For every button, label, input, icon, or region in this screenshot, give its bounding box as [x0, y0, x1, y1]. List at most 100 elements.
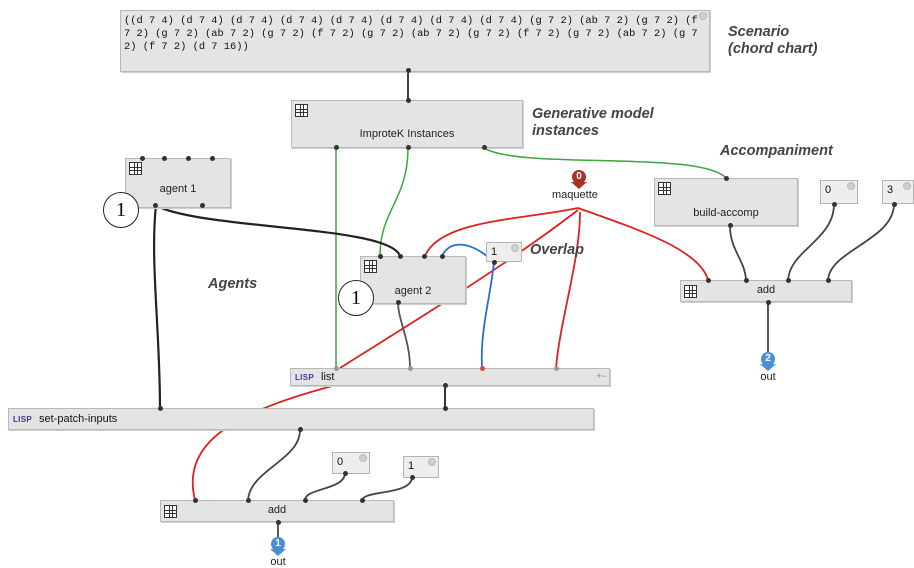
scenario-box[interactable]: ((d 7 4) (d 7 4) (d 7 4) (d 7 4) (d 7 4)… — [120, 10, 710, 72]
outlet-dot[interactable] — [200, 203, 205, 208]
wire-const1-to-add[interactable] — [361, 477, 413, 501]
maquette-input[interactable]: 0 — [564, 170, 594, 189]
wire-const0-to-add[interactable] — [304, 472, 346, 501]
inlet-dot[interactable] — [406, 98, 411, 103]
constant-plus-icon[interactable] — [428, 458, 436, 466]
agent2-constant[interactable]: 1 — [486, 242, 522, 262]
scenario-label-line1: Scenario — [728, 24, 790, 40]
inlet-dot[interactable] — [406, 68, 411, 73]
inlet-dot[interactable] — [398, 254, 403, 259]
inlet-dot[interactable] — [210, 156, 215, 161]
bottom-constant-0-value[interactable]: 0 — [337, 456, 344, 468]
wire-const-to-list[interactable] — [480, 261, 495, 369]
agent2-constant-value[interactable]: 1 — [491, 246, 498, 258]
inlet-dot[interactable] — [140, 156, 145, 161]
inlet-dot[interactable] — [378, 254, 383, 259]
outlet-dot[interactable] — [832, 202, 837, 207]
inlet-dot[interactable] — [162, 156, 167, 161]
scenario-chord-chart-text[interactable]: ((d 7 4) (d 7 4) (d 7 4) (d 7 4) (d 7 4)… — [124, 15, 698, 53]
scenario-label: Scenario (chord chart) — [728, 24, 817, 58]
inlet-dot[interactable] — [360, 498, 365, 503]
add-bottom-label: add — [267, 504, 287, 516]
setpatch-label: set-patch-inputs — [39, 413, 118, 425]
bottom-constant-1-value[interactable]: 1 — [408, 460, 415, 472]
wire-agent1-to-setpatch[interactable] — [153, 204, 162, 409]
wire-agent1-to-agent2[interactable] — [154, 204, 402, 257]
right-constant-0[interactable]: 0 — [820, 180, 858, 204]
out2-label: out — [760, 371, 776, 383]
outlet-dot[interactable] — [482, 145, 487, 150]
out2-index: 2 — [761, 352, 775, 366]
inlet-dot[interactable] — [706, 278, 711, 283]
agent1-box[interactable]: agent 1 — [125, 158, 231, 208]
wire-const0r-to-add[interactable] — [787, 203, 835, 281]
constant-plus-icon[interactable] — [847, 182, 855, 190]
right-constant-0-value[interactable]: 0 — [825, 184, 832, 196]
inlet-dot[interactable] — [786, 278, 791, 283]
outlet-dot[interactable] — [396, 300, 401, 305]
maquette-arrow-icon — [571, 182, 587, 189]
outlet-dot[interactable] — [298, 427, 303, 432]
wire-list-to-add-bottom[interactable] — [191, 383, 341, 501]
add-right-box[interactable]: add — [680, 280, 852, 302]
inlet-dot[interactable] — [826, 278, 831, 283]
accompaniment-label: Accompaniment — [720, 143, 833, 159]
right-constant-3-value[interactable]: 3 — [887, 184, 894, 196]
outlet-dot[interactable] — [443, 383, 448, 388]
inlet-dot[interactable] — [186, 156, 191, 161]
out1-arrow-icon — [270, 549, 286, 556]
inlet-dot[interactable] — [158, 406, 163, 411]
inlet-dot[interactable] — [246, 498, 251, 503]
outlet-dot[interactable] — [410, 475, 415, 480]
wire-instances-to-accomp[interactable] — [483, 147, 727, 179]
overlap-label: Overlap — [530, 242, 584, 258]
outlet-dot[interactable] — [334, 145, 339, 150]
inlet-dot[interactable] — [443, 406, 448, 411]
wire-accomp-to-add[interactable] — [729, 225, 747, 281]
constant-plus-icon[interactable] — [903, 182, 911, 190]
improtek-instances-box[interactable]: ImproteK Instances — [291, 100, 523, 148]
list-add-remove-icon[interactable]: +− — [596, 371, 607, 381]
bottom-constant-1[interactable]: 1 — [403, 456, 439, 478]
wire-const3-to-add[interactable] — [827, 203, 895, 281]
inlet-dot[interactable] — [744, 278, 749, 283]
out2-output[interactable]: 2 out — [753, 352, 783, 383]
inlet-dot[interactable] — [193, 498, 198, 503]
constant-plus-icon[interactable] — [511, 244, 519, 252]
agent2-marker: 1 — [338, 280, 374, 316]
outlet-dot[interactable] — [153, 203, 158, 208]
outlet-dot[interactable] — [892, 202, 897, 207]
agent2-box[interactable]: agent 2 — [360, 256, 466, 304]
maquette-index: 0 — [572, 170, 586, 184]
list-box[interactable]: LISP list +− — [290, 368, 610, 386]
outlet-dot[interactable] — [406, 145, 411, 150]
inlet-dot[interactable] — [480, 366, 485, 371]
bottom-constant-0[interactable]: 0 — [332, 452, 370, 474]
constant-plus-icon[interactable] — [359, 454, 367, 462]
inlet-dot[interactable] — [408, 366, 413, 371]
wire-maquette-to-add-right[interactable] — [577, 207, 709, 281]
out1-output[interactable]: 1 out — [263, 537, 293, 568]
inlet-dot[interactable] — [440, 254, 445, 259]
wire-maquette-to-agent2[interactable] — [424, 207, 579, 257]
scenario-plus-icon[interactable] — [699, 12, 707, 20]
outlet-dot[interactable] — [276, 520, 281, 525]
wire-instances-to-agent2[interactable] — [379, 147, 409, 257]
inlet-dot[interactable] — [554, 366, 559, 371]
inlet-dot[interactable] — [334, 366, 339, 371]
outlet-dot[interactable] — [343, 471, 348, 476]
wire-agent2-to-list[interactable] — [397, 301, 411, 369]
build-accomp-box[interactable]: build-accomp — [654, 178, 798, 226]
wire-setpatch-to-add[interactable] — [247, 429, 301, 501]
outlet-dot[interactable] — [492, 260, 497, 265]
inlet-dot[interactable] — [724, 176, 729, 181]
outlet-dot[interactable] — [766, 300, 771, 305]
patch-grid-icon — [295, 104, 308, 117]
right-constant-3[interactable]: 3 — [882, 180, 914, 204]
inlet-dot[interactable] — [303, 498, 308, 503]
wire-maquette-to-list-right[interactable] — [555, 211, 581, 369]
inlet-dot[interactable] — [422, 254, 427, 259]
outlet-dot[interactable] — [728, 223, 733, 228]
add-bottom-box[interactable]: add — [160, 500, 394, 522]
